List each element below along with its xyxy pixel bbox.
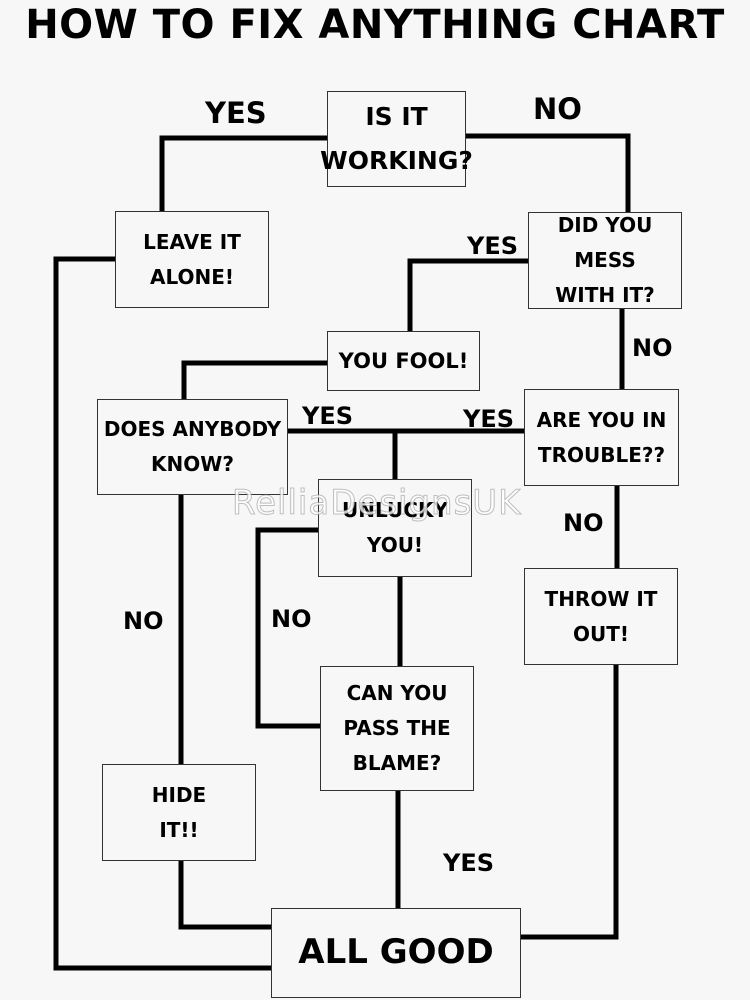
label-blame-yes: YES — [443, 849, 495, 877]
label-aware-yes: YES — [302, 402, 354, 430]
box-start: IS IT WORKING? — [320, 91, 473, 187]
box-fool: YOU FOOL! — [327, 331, 480, 391]
label-trouble-no: NO — [563, 509, 604, 537]
connector-leave-end — [53, 256, 274, 971]
box-discard: THROW IT OUT! — [524, 568, 678, 665]
connector-start-yes — [159, 135, 330, 214]
connector-discard-end — [518, 662, 619, 940]
label-tampered-no: NO — [632, 334, 673, 362]
label-blame-no: NO — [271, 605, 312, 633]
box-unlucky: UNLUCKY YOU! — [318, 479, 472, 577]
connector-start-no — [463, 133, 631, 215]
label-aware-no: NO — [123, 607, 164, 635]
box-conceal: HIDE IT!! — [102, 764, 256, 861]
label-trouble-yes: YES — [463, 405, 515, 433]
connector-blame-no — [255, 527, 323, 729]
label-start-no: NO — [533, 92, 582, 126]
box-leave: LEAVE IT ALONE! — [115, 211, 269, 308]
box-blame: CAN YOU PASS THE BLAME? — [320, 666, 474, 791]
box-trouble: ARE YOU IN TROUBLE?? — [524, 389, 679, 486]
page-title: HOW TO FIX ANYTHING CHART — [25, 2, 725, 48]
box-aware: DOES ANYBODY KNOW? — [97, 399, 288, 495]
label-tampered-yes: YES — [467, 232, 519, 260]
box-end: ALL GOOD — [271, 908, 521, 998]
connector-fool-aware — [181, 360, 330, 402]
connector-conceal-end — [178, 858, 275, 930]
connector-tampered-yes — [407, 258, 531, 334]
label-start-yes: YES — [205, 96, 267, 130]
box-tampered: DID YOU MESS WITH IT? — [528, 212, 682, 309]
